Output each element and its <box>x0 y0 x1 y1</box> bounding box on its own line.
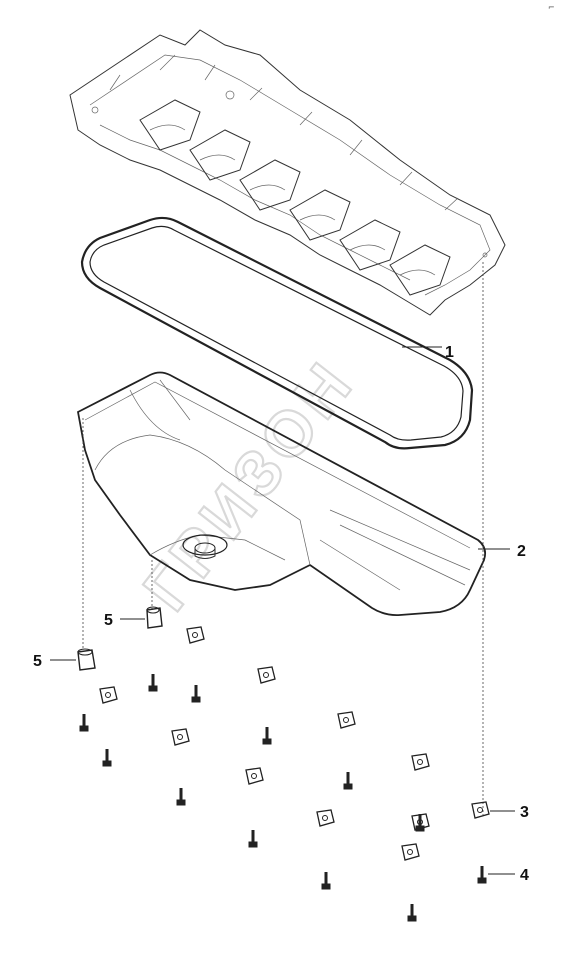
oil-pan <box>76 371 487 617</box>
bolt <box>102 749 112 767</box>
clip <box>245 767 264 785</box>
clip <box>337 711 356 729</box>
clip <box>411 753 430 771</box>
bearing-saddles <box>139 99 451 296</box>
bolt <box>248 830 258 848</box>
clip <box>257 666 276 684</box>
spacer-sleeve-mid <box>146 606 163 629</box>
clip <box>171 728 190 746</box>
clip <box>471 801 490 819</box>
bolt <box>262 727 272 745</box>
bolt <box>176 788 186 806</box>
corner-mark: ⌐ <box>548 3 555 12</box>
callout-4: 4 <box>520 867 529 884</box>
bolts <box>79 674 487 922</box>
drain-plug <box>182 534 228 559</box>
clip <box>401 843 420 861</box>
bolt <box>148 674 158 692</box>
spacer-sleeve-left <box>77 648 96 671</box>
callout-5-left: 5 <box>33 653 42 670</box>
bolt <box>415 814 425 832</box>
clips <box>99 626 490 861</box>
clip <box>316 809 335 827</box>
bolt <box>79 714 89 732</box>
callout-3: 3 <box>520 804 529 821</box>
oil-pan-gasket <box>80 216 474 450</box>
bolt <box>321 872 331 890</box>
callout-1: 1 <box>445 344 454 361</box>
bolt <box>477 866 487 884</box>
callout-5-mid: 5 <box>104 612 113 629</box>
bolt <box>191 685 201 703</box>
clip <box>186 626 205 644</box>
engine-block <box>69 29 506 316</box>
bolt <box>407 904 417 922</box>
clip <box>99 686 118 704</box>
callout-2: 2 <box>517 543 526 560</box>
bolt <box>343 772 353 790</box>
